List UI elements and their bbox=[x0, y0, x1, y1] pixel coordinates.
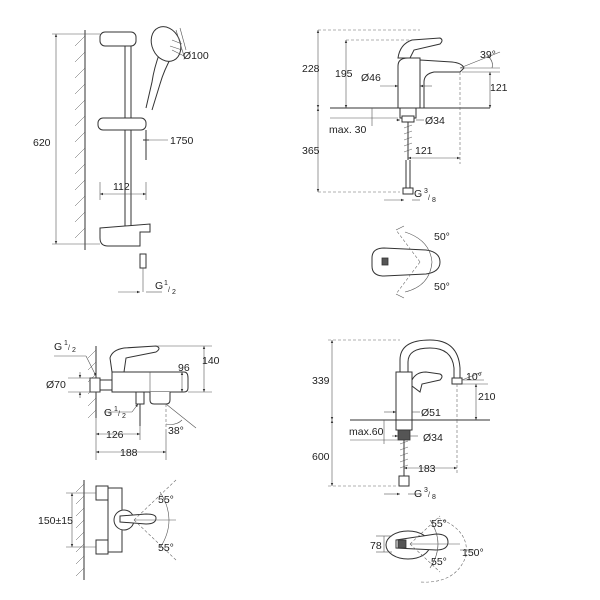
dim-max60: max.60 bbox=[349, 426, 384, 438]
dim-max30: max. 30 bbox=[329, 124, 367, 136]
bath-thread-bottom-sub: 2 bbox=[122, 413, 126, 420]
sink-mixer-body bbox=[395, 371, 413, 421]
dim-339: 339 bbox=[312, 375, 330, 387]
sink-thread-sup: 3 bbox=[424, 487, 428, 494]
dim-78: 78 bbox=[370, 540, 382, 552]
basin-hose-connector bbox=[402, 187, 414, 195]
dim-1750: 1750 bbox=[170, 135, 194, 147]
rail-slider bbox=[97, 117, 147, 131]
dim-121-h: 121 bbox=[415, 145, 433, 157]
sink-mixer-lever bbox=[411, 371, 443, 393]
dim-sink-d34: Ø34 bbox=[423, 432, 443, 444]
svg-text:/: / bbox=[428, 195, 430, 202]
bath-front-lever bbox=[119, 513, 157, 525]
bath-thread-top-sup: 1 bbox=[64, 340, 68, 347]
shower-rail bbox=[124, 41, 132, 241]
dim-600: 600 bbox=[312, 451, 330, 463]
rail-bracket-top bbox=[99, 31, 137, 47]
bath-thread-top-g: G bbox=[54, 341, 62, 353]
sink-mixer-drawing: 339 600 10° 210 Ø51 max.60 Ø34 183 G 3 / bbox=[312, 339, 496, 583]
svg-text:/: / bbox=[118, 411, 120, 418]
bath-thread-bottom-sup: 1 bbox=[114, 406, 118, 413]
dim-d100: Ø100 bbox=[183, 50, 209, 62]
fixing-nut bbox=[401, 115, 415, 123]
dim-sink-55deg-top: 55° bbox=[431, 518, 447, 530]
dim-210: 210 bbox=[478, 391, 496, 403]
rail-bracket-bottom bbox=[99, 223, 151, 247]
hose-connector bbox=[139, 253, 147, 269]
sink-hose-connector bbox=[398, 475, 410, 487]
dim-50deg-top: 50° bbox=[434, 231, 450, 243]
basin-thread-sup: 3 bbox=[424, 188, 428, 195]
shower-thread-sup: 1 bbox=[164, 280, 168, 287]
basin-mixer-drawing: 228 195 365 Ø46 39° 121 max. 30 Ø34 121 bbox=[302, 29, 508, 299]
shower-set-drawing: 620 1750 Ø100 112 G 1 / 2 bbox=[33, 26, 209, 296]
dim-d70: Ø70 bbox=[46, 379, 66, 391]
dim-38deg: 38° bbox=[168, 425, 184, 437]
dim-150deg: 150° bbox=[462, 547, 484, 559]
dim-sink-55deg-bottom: 55° bbox=[431, 556, 447, 568]
dim-55deg-bottom: 55° bbox=[158, 542, 174, 554]
svg-text:/: / bbox=[168, 287, 170, 294]
basin-thread-g: G bbox=[414, 188, 422, 200]
dim-150: 150±15 bbox=[38, 515, 73, 527]
dim-55deg-top: 55° bbox=[158, 494, 174, 506]
bath-mixer-lever bbox=[109, 345, 160, 373]
svg-text:/: / bbox=[428, 492, 430, 499]
basin-mixer-spout bbox=[419, 59, 465, 109]
dim-195: 195 bbox=[335, 68, 353, 80]
shower-thread-sub: 2 bbox=[172, 289, 176, 296]
dim-228: 228 bbox=[302, 63, 320, 75]
dim-50deg-bottom: 50° bbox=[434, 281, 450, 293]
dim-96: 96 bbox=[178, 362, 190, 374]
dim-121-v: 121 bbox=[490, 82, 508, 94]
bath-mixer-front-view bbox=[75, 479, 177, 580]
sink-thread-g: G bbox=[414, 488, 422, 500]
dim-365: 365 bbox=[302, 145, 320, 157]
bath-thread-top-sub: 2 bbox=[72, 347, 76, 354]
dim-126: 126 bbox=[106, 429, 124, 441]
dim-188: 188 bbox=[120, 447, 138, 459]
dim-d34: Ø34 bbox=[425, 115, 445, 127]
dim-d46: Ø46 bbox=[361, 72, 381, 84]
sink-thread-sub: 8 bbox=[432, 494, 436, 501]
dim-183: 183 bbox=[418, 463, 436, 475]
hand-shower bbox=[145, 26, 187, 111]
dim-140: 140 bbox=[202, 355, 220, 367]
svg-text:/: / bbox=[68, 345, 70, 352]
bath-mixer-spout bbox=[149, 392, 171, 405]
shower-thread-g: G bbox=[155, 280, 163, 292]
wall-hatch-shower bbox=[74, 30, 86, 250]
basin-mixer-top-view: 50° 50° bbox=[371, 225, 450, 299]
dim-39deg: 39° bbox=[480, 49, 496, 61]
bath-mixer-drawing: 140 96 Ø70 G 1 / 2 G 1 / 2 38° 126 bbox=[38, 340, 220, 580]
sink-mixer-top-view bbox=[376, 515, 467, 583]
basin-mixer-body bbox=[397, 57, 421, 109]
bath-thread-bottom-g: G bbox=[104, 407, 112, 419]
dim-d51: Ø51 bbox=[421, 407, 441, 419]
basin-thread-sub: 8 bbox=[432, 197, 436, 204]
basin-mixer-lever bbox=[397, 37, 443, 59]
dim-112: 112 bbox=[113, 181, 130, 193]
dim-10deg: 10° bbox=[466, 371, 482, 383]
bath-connector-left bbox=[89, 377, 101, 393]
dim-620: 620 bbox=[33, 137, 51, 149]
